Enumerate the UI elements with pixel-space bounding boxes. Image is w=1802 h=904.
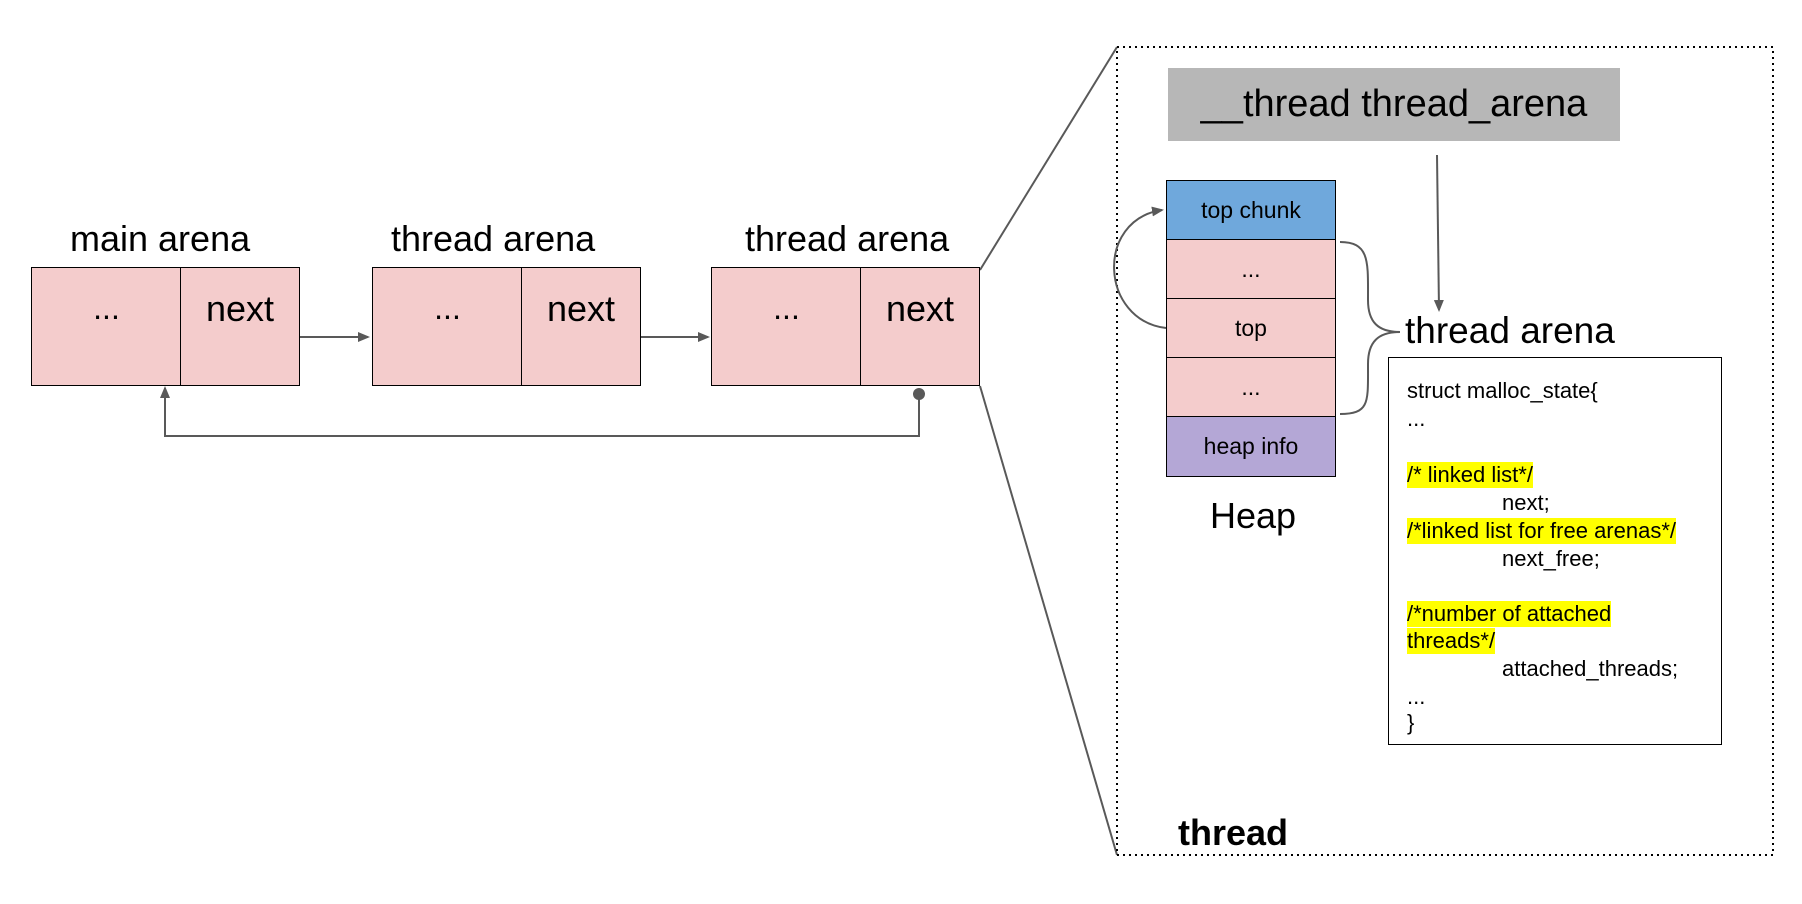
heap-label: Heap	[1210, 495, 1297, 536]
thread-arena-banner: __thread thread_arena	[1168, 68, 1620, 141]
code-dots-1: ...	[1407, 406, 1426, 431]
heap-dots-1: ...	[1166, 239, 1336, 300]
heap-top-chunk: top chunk	[1166, 180, 1336, 241]
heap-dots-2: ...	[1166, 357, 1336, 418]
arena-body-main: ...	[31, 267, 182, 386]
loop-back-dot	[913, 388, 925, 400]
code-field-attached-threads: attached_threads;	[1502, 656, 1679, 681]
banner-arrow	[1433, 154, 1444, 312]
arena-label-thread-1: thread arena	[391, 218, 596, 259]
thread-arena-banner-text: __thread thread_arena	[1200, 83, 1588, 125]
zoom-line-top	[979, 46, 1118, 271]
code-field-next-free: next_free;	[1502, 546, 1600, 571]
arena-brace	[1339, 241, 1401, 415]
code-comment-linked-list: /* linked list*/	[1407, 462, 1533, 488]
arena-next-thread-1: next	[521, 267, 641, 386]
arena-label-thread-2: thread arena	[745, 218, 950, 259]
code-struct-open: struct malloc_state{	[1407, 378, 1598, 403]
code-struct-close: }	[1407, 710, 1415, 735]
zoom-line-bottom	[979, 385, 1118, 856]
arena-next-main: next	[180, 267, 300, 386]
loop-back-arrow	[160, 386, 920, 437]
code-field-next: next;	[1502, 490, 1550, 515]
thread-arena-struct-label: thread arena	[1405, 310, 1615, 351]
arena-body-thread-1: ...	[372, 267, 523, 386]
top-to-topchunk-arrow	[1113, 206, 1167, 329]
thread-label: thread	[1178, 812, 1289, 853]
code-comment-attached-1: /*number of attached	[1407, 601, 1612, 627]
heap-info: heap info	[1166, 416, 1336, 477]
malloc-state-box	[1388, 357, 1722, 745]
arena-next-thread-2: next	[860, 267, 980, 386]
code-dots-2: ...	[1407, 684, 1426, 709]
arena-body-thread-2: ...	[711, 267, 862, 386]
heap-top: top	[1166, 298, 1336, 359]
code-comment-attached-2: threads*/	[1407, 628, 1496, 654]
code-comment-free-arenas: /*linked list for free arenas*/	[1407, 518, 1677, 544]
arena-label-main: main arena	[70, 218, 251, 259]
